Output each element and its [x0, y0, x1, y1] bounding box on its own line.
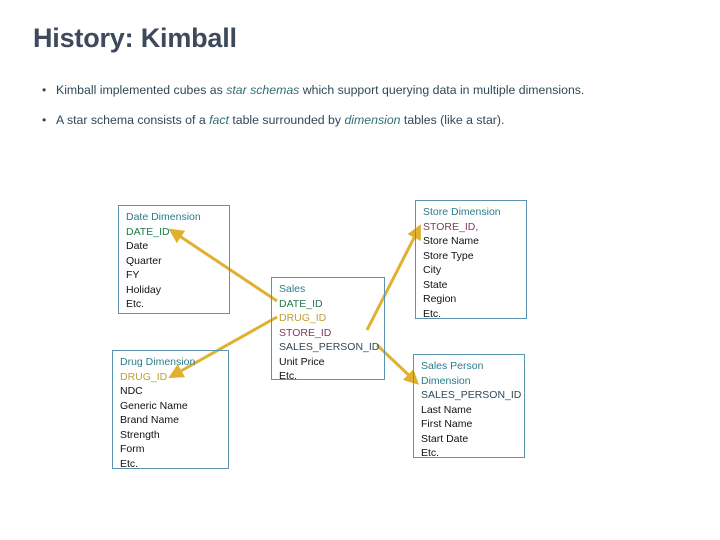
- entity-title: Drug Dimension: [120, 356, 196, 368]
- entity-field: Quarter: [126, 254, 162, 267]
- bullet-item: • A star schema consists of a fact table…: [36, 110, 636, 131]
- entity-field: FY: [126, 269, 140, 281]
- entity-box-store-dimension[interactable]: Store Dimension STORE_ID, Store Name Sto…: [415, 200, 527, 320]
- entity-field-key: DATE_ID: [126, 225, 170, 238]
- bullet-marker: •: [42, 113, 47, 127]
- entity-field: Etc.: [279, 370, 298, 382]
- entity-field: Etc.: [120, 457, 139, 470]
- entity-field: Store Type: [423, 249, 474, 262]
- entity-field: NDC: [120, 385, 143, 397]
- entity-field-key: SALES_PERSON_ID: [421, 389, 522, 401]
- entity-field-key: SALES_PERSON_ID: [279, 341, 380, 353]
- entity-field: Form: [120, 443, 145, 455]
- bullet-marker: •: [42, 83, 47, 97]
- entity-field: Strength: [120, 428, 160, 441]
- entity-field: First Name: [421, 418, 473, 430]
- bullet-segment-emphasis: dimension: [344, 113, 401, 127]
- entity-field: Generic Name: [120, 399, 188, 412]
- entity-box-sales-person-dimension[interactable]: Sales Person Dimension SALES_PERSON_ID L…: [413, 354, 525, 459]
- entity-title: Date Dimension: [126, 211, 201, 223]
- page-title: History: Kimball: [33, 23, 237, 53]
- bullet-segment: which support querying data in multiple …: [299, 83, 585, 97]
- entity-box-sales-fact[interactable]: Sales DATE_ID DRUG_ID STORE_ID SALES_PER…: [271, 277, 385, 382]
- entity-field-key: DRUG_ID: [279, 312, 327, 324]
- bullet-segment: tables (like a star).: [400, 113, 505, 127]
- bullet-segment: Kimball implemented cubes as: [56, 83, 227, 97]
- bullet-item: • Kimball implemented cubes as star sche…: [36, 80, 636, 101]
- bullet-text: Kimball implemented cubes as star schema…: [56, 83, 584, 97]
- entity-field: City: [423, 264, 442, 276]
- entity-title: Store Dimension: [423, 206, 501, 218]
- entity-field: Region: [423, 293, 457, 305]
- bullet-segment-emphasis: fact: [209, 113, 229, 127]
- entity-field: Unit Price: [279, 355, 325, 368]
- entity-box-drug-dimension[interactable]: Drug Dimension DRUG_ID NDC Generic Name …: [112, 350, 229, 470]
- entity-field: Brand Name: [120, 414, 179, 426]
- entity-field: Etc.: [423, 307, 442, 320]
- bullet-segment: table surrounded by: [228, 113, 345, 127]
- entity-field-key: DATE_ID: [279, 297, 323, 310]
- bullet-segment: A star schema consists of a: [56, 113, 210, 127]
- entity-field: Etc.: [126, 298, 145, 310]
- entity-field-key: STORE_ID: [279, 326, 332, 339]
- entity-field: Date: [126, 240, 149, 252]
- entity-field: Start Date: [421, 432, 469, 445]
- entity-title: Sales Person: [421, 360, 484, 372]
- bullet-list: • Kimball implemented cubes as star sche…: [36, 80, 636, 140]
- entity-field: Etc.: [421, 447, 440, 459]
- entity-field: Holiday: [126, 283, 162, 296]
- entity-field: State: [423, 278, 448, 291]
- entity-field-key: DRUG_ID: [120, 370, 168, 383]
- entity-title-line2: Dimension: [421, 374, 471, 387]
- bullet-segment-emphasis: star schemas: [226, 83, 300, 97]
- entity-title: Sales: [279, 283, 306, 295]
- entity-field: Last Name: [421, 403, 472, 416]
- entity-box-date-dimension[interactable]: Date Dimension DATE_ID Date Quarter FY H…: [118, 205, 230, 314]
- entity-field-key: STORE_ID,: [423, 220, 479, 233]
- bullet-text: A star schema consists of a fact table s…: [56, 113, 504, 127]
- entity-field: Store Name: [423, 235, 480, 247]
